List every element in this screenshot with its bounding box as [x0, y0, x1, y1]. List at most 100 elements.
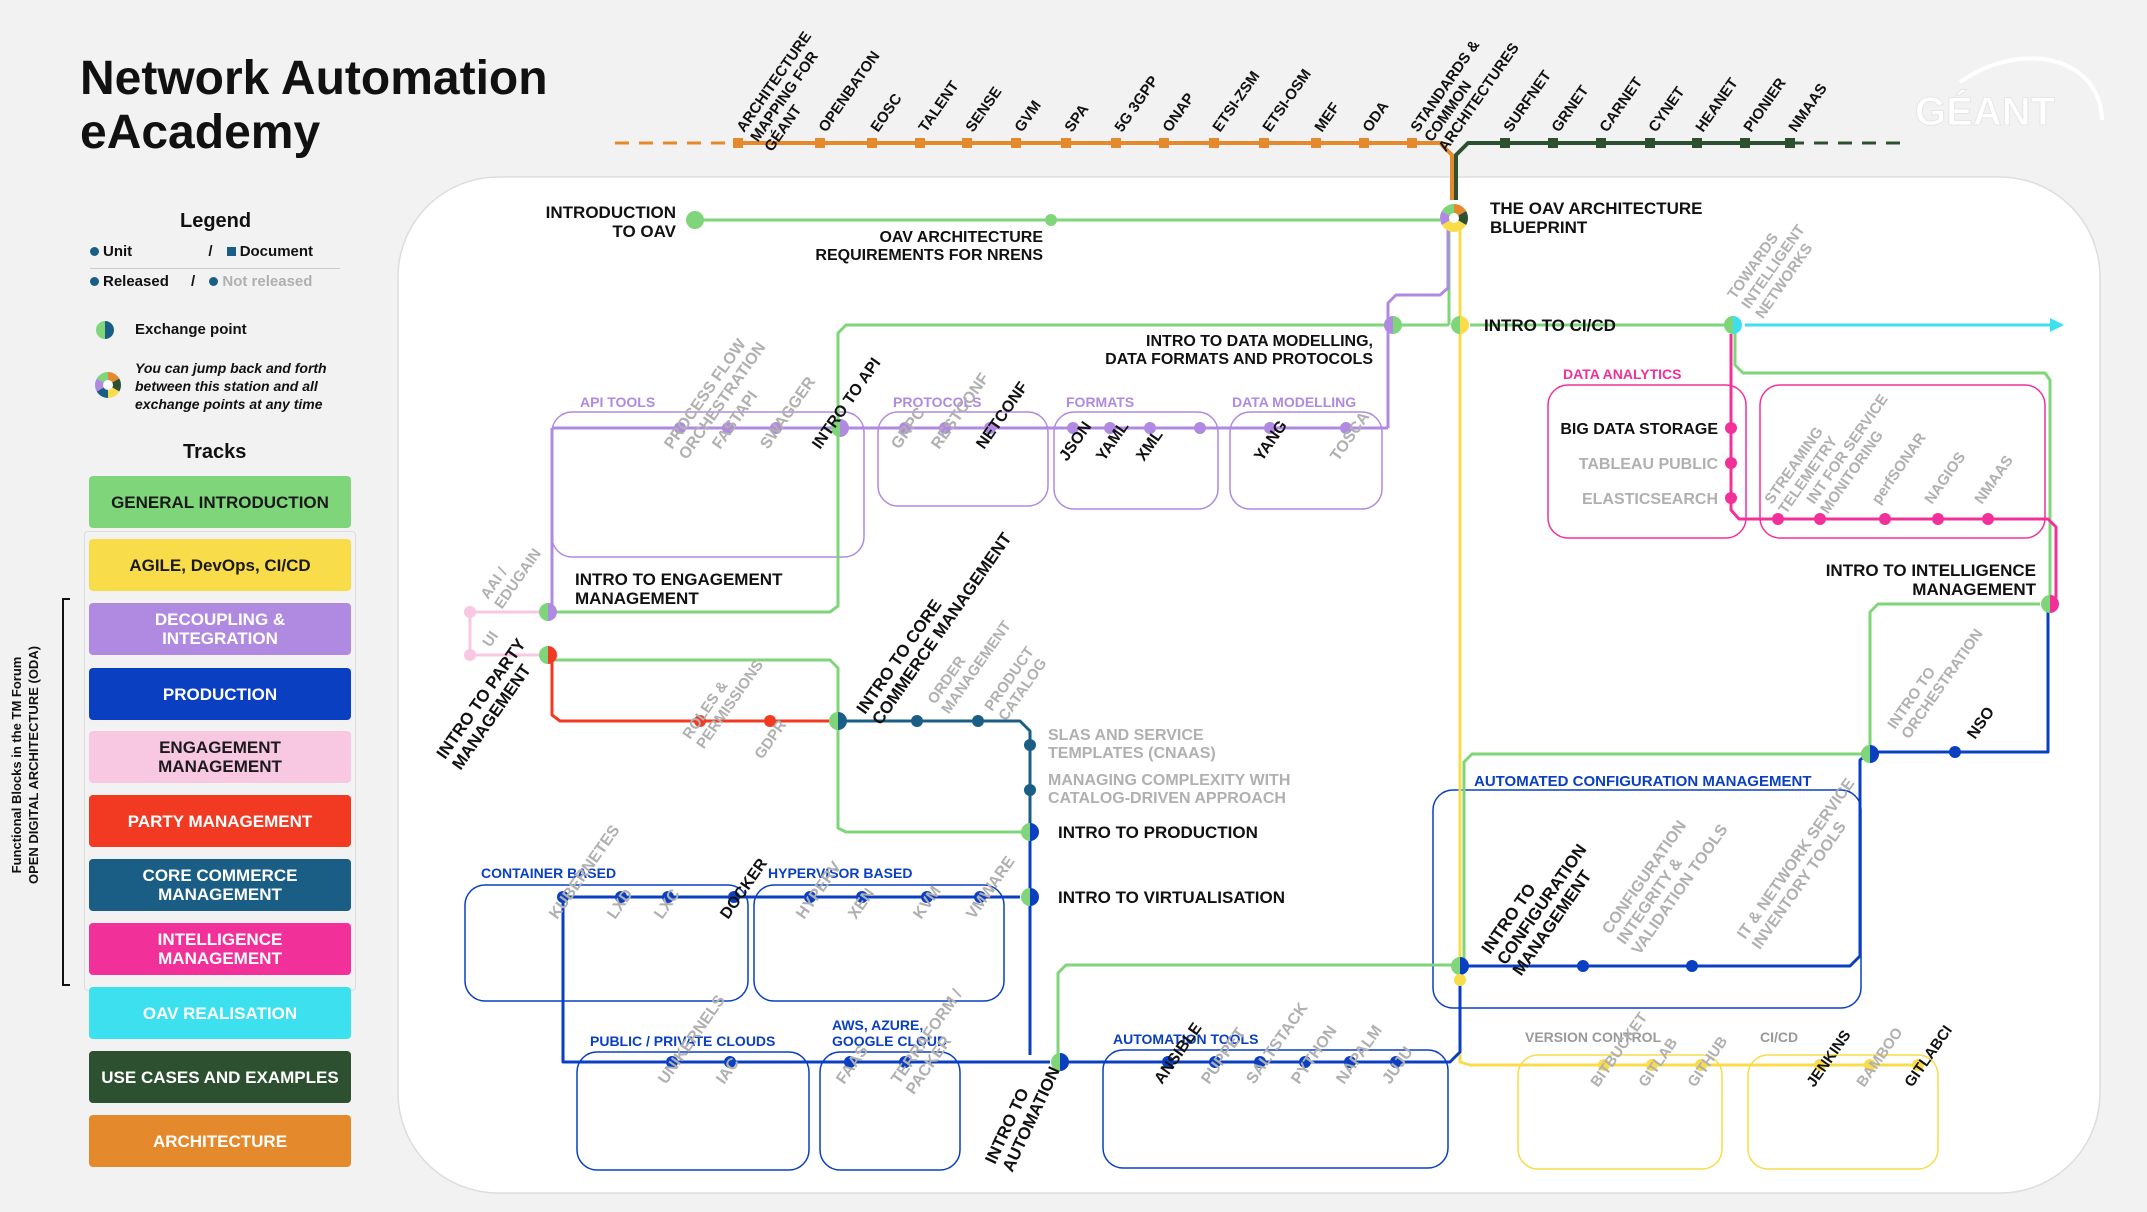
track-button[interactable]: PARTY MANAGEMENT	[89, 795, 351, 847]
track-button[interactable]: GENERAL INTRODUCTION	[89, 476, 351, 528]
cicd-tool-station[interactable]	[1814, 1059, 1826, 1071]
station-gdpr[interactable]	[764, 715, 776, 727]
architecture-station[interactable]	[1209, 138, 1219, 148]
hypervisor-station[interactable]	[974, 891, 986, 903]
station-data-modelling[interactable]	[1384, 316, 1402, 334]
api-tool-station[interactable]	[722, 422, 734, 434]
architecture-station[interactable]	[915, 138, 925, 148]
container-station[interactable]	[728, 891, 740, 903]
station-intro-oav[interactable]	[686, 211, 704, 229]
monitoring-station[interactable]	[1982, 513, 1994, 525]
automation-tool-station[interactable]	[1254, 1056, 1266, 1068]
station-intro-production[interactable]	[1021, 823, 1039, 841]
container-station[interactable]	[662, 891, 674, 903]
container-station[interactable]	[615, 891, 627, 903]
architecture-station[interactable]	[1311, 138, 1321, 148]
cloud-station[interactable]	[666, 1056, 678, 1068]
architecture-station[interactable]	[867, 138, 877, 148]
format-station[interactable]	[1104, 422, 1116, 434]
station-intro-api[interactable]	[831, 419, 849, 437]
cicd-tool-station[interactable]	[1912, 1059, 1924, 1071]
vc-station[interactable]	[1695, 1059, 1707, 1071]
station-aai[interactable]	[464, 606, 476, 618]
station-intro-engagement[interactable]	[539, 603, 557, 621]
use-case-station[interactable]	[1548, 138, 1558, 148]
station-ui[interactable]	[464, 649, 476, 661]
format-station[interactable]	[1194, 422, 1206, 434]
use-case-station[interactable]	[1500, 138, 1510, 148]
architecture-station[interactable]	[962, 138, 972, 148]
station-intro-cicd[interactable]	[1451, 316, 1469, 334]
monitoring-station[interactable]	[1932, 513, 1944, 525]
use-case-station[interactable]	[1740, 138, 1750, 148]
station-roles[interactable]	[694, 715, 706, 727]
vc-station[interactable]	[1646, 1059, 1658, 1071]
station-order[interactable]	[911, 715, 923, 727]
format-station[interactable]	[1067, 422, 1079, 434]
use-case-station[interactable]	[1692, 138, 1702, 148]
protocol-station[interactable]	[984, 422, 996, 434]
data-analytics-station[interactable]	[1725, 422, 1737, 434]
station-intro-config[interactable]	[1451, 957, 1469, 975]
automation-tool-station[interactable]	[1209, 1056, 1221, 1068]
aws-station[interactable]	[899, 1056, 911, 1068]
architecture-station[interactable]	[1159, 138, 1169, 148]
station-config-integrity[interactable]	[1577, 960, 1589, 972]
architecture-station[interactable]	[1259, 138, 1269, 148]
automation-tool-station[interactable]	[1390, 1056, 1402, 1068]
automation-tool-station[interactable]	[1162, 1056, 1174, 1068]
protocol-station[interactable]	[899, 422, 911, 434]
api-tool-station[interactable]	[674, 422, 686, 434]
automation-tool-station[interactable]	[1299, 1056, 1311, 1068]
hypervisor-station[interactable]	[856, 891, 868, 903]
automation-tool-station[interactable]	[1344, 1056, 1356, 1068]
station-towards[interactable]	[1724, 316, 1742, 334]
cicd-tool-station[interactable]	[1864, 1059, 1876, 1071]
use-case-station[interactable]	[1596, 138, 1606, 148]
station-intro-orchestration[interactable]	[1861, 745, 1879, 763]
architecture-station[interactable]	[1407, 138, 1417, 148]
legend-exchange-icon[interactable]	[96, 321, 114, 339]
track-button[interactable]: AGILE, DevOps, CI/CD	[89, 539, 351, 591]
cloud-station[interactable]	[724, 1056, 736, 1068]
station-intro-automation[interactable]	[1051, 1053, 1069, 1071]
station-inventory[interactable]	[1686, 960, 1698, 972]
data-modelling-station[interactable]	[1264, 422, 1276, 434]
use-case-station[interactable]	[1785, 138, 1795, 148]
track-button[interactable]: OAV REALISATION	[89, 987, 351, 1039]
aws-station[interactable]	[844, 1056, 856, 1068]
station-intro-party[interactable]	[539, 646, 557, 664]
station-nso[interactable]	[1949, 746, 1961, 758]
hypervisor-station[interactable]	[804, 891, 816, 903]
monitoring-station[interactable]	[1879, 513, 1891, 525]
container-station[interactable]	[557, 891, 569, 903]
use-case-station[interactable]	[1645, 138, 1655, 148]
track-button[interactable]: ARCHITECTURE	[89, 1115, 351, 1167]
data-modelling-station[interactable]	[1340, 422, 1352, 434]
protocol-station[interactable]	[939, 422, 951, 434]
track-button[interactable]: USE CASES AND EXAMPLES	[89, 1051, 351, 1103]
data-analytics-station[interactable]	[1725, 457, 1737, 469]
monitoring-station[interactable]	[1814, 513, 1826, 525]
architecture-station[interactable]	[1011, 138, 1021, 148]
station-blueprint[interactable]	[1449, 213, 1459, 223]
track-button[interactable]: PRODUCTION	[89, 668, 351, 720]
architecture-station[interactable]	[1359, 138, 1369, 148]
station-slas[interactable]	[1024, 739, 1036, 751]
station-complexity[interactable]	[1024, 784, 1036, 796]
architecture-station[interactable]	[1111, 138, 1121, 148]
vc-station[interactable]	[1598, 1059, 1610, 1071]
format-station[interactable]	[1144, 422, 1156, 434]
hypervisor-station[interactable]	[921, 891, 933, 903]
station-intro-intelligence[interactable]	[2041, 595, 2059, 613]
station-intro-virtualisation[interactable]	[1021, 888, 1039, 906]
architecture-station[interactable]	[733, 138, 743, 148]
api-tool-station[interactable]	[770, 422, 782, 434]
station-catalog[interactable]	[972, 715, 984, 727]
monitoring-station[interactable]	[1772, 513, 1784, 525]
track-button[interactable]: DECOUPLING &INTEGRATION	[89, 603, 351, 655]
station-oav-requirements[interactable]	[1045, 214, 1057, 226]
